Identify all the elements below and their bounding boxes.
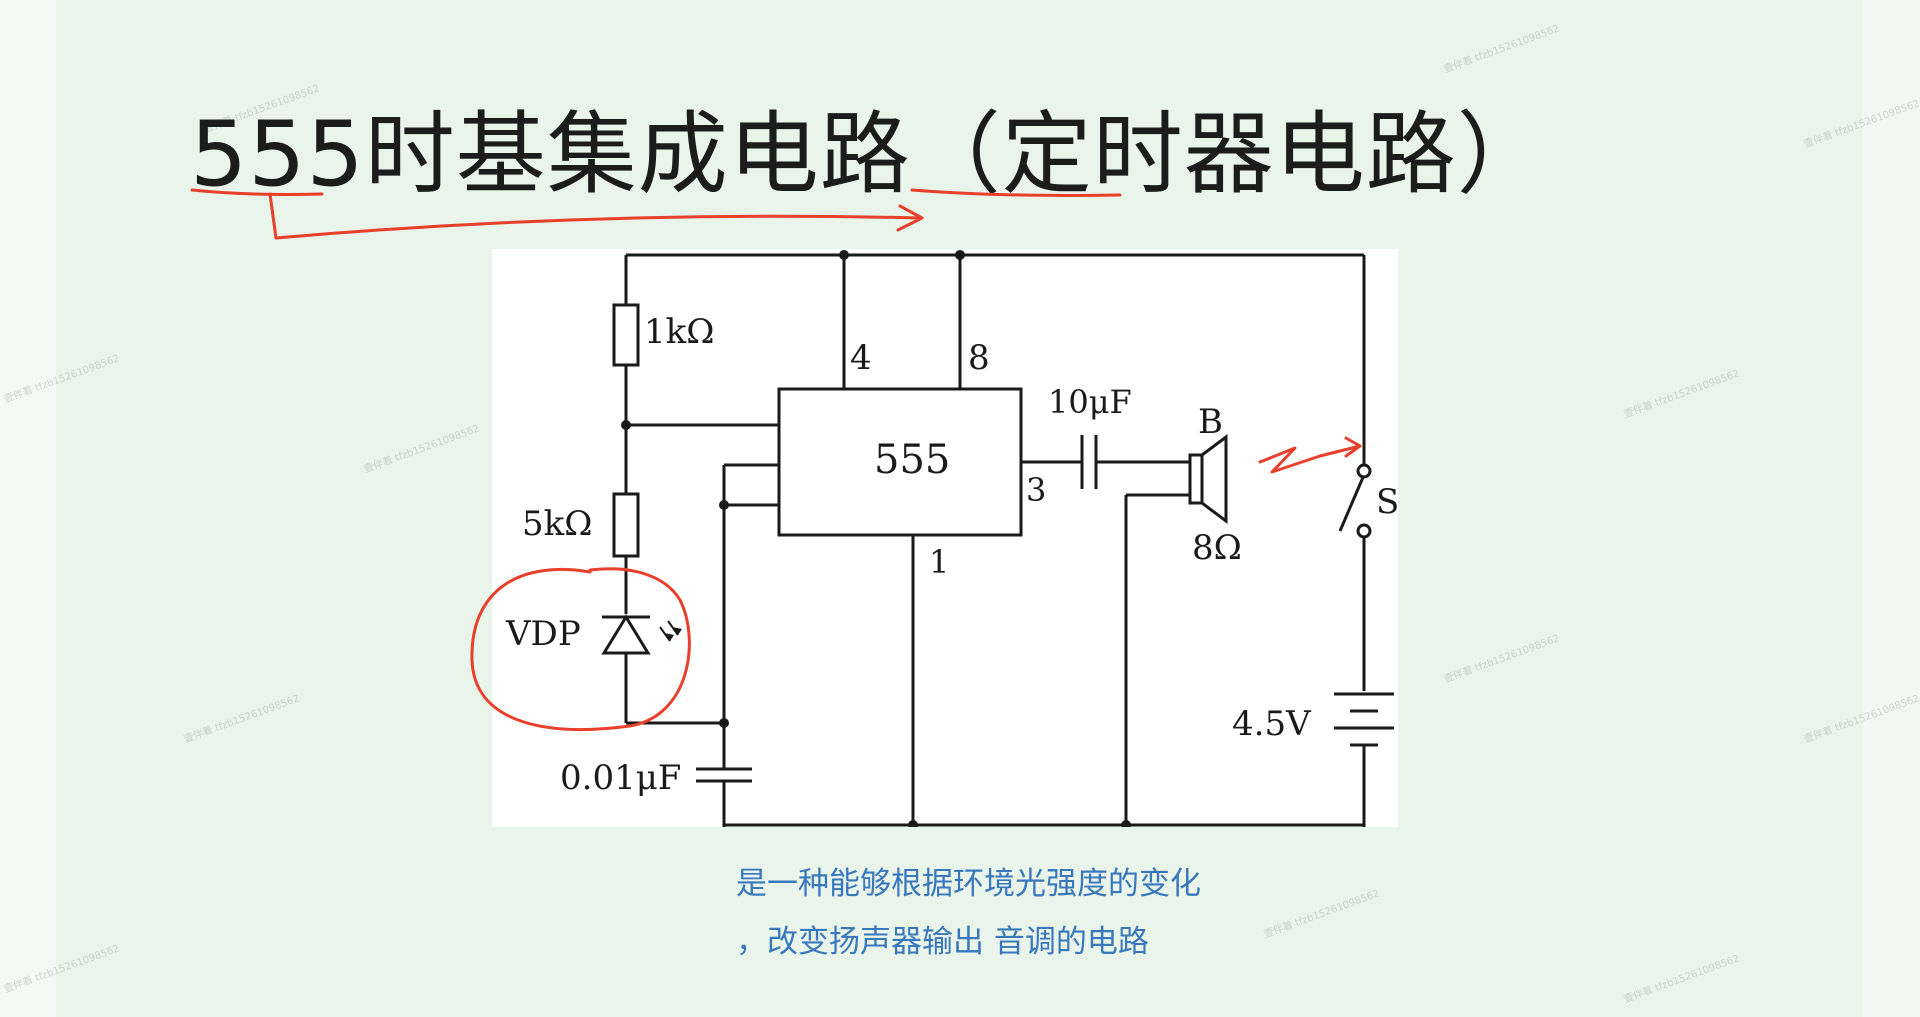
- junction-dot: [621, 420, 631, 430]
- resistor-5k: [612, 492, 640, 558]
- label-vdp: VDP: [505, 614, 581, 654]
- label-cap-coupling: 10μF: [1048, 383, 1132, 421]
- label-pin4: 4: [850, 338, 872, 378]
- caption-line-1: 是一种能够根据环境光强度的变化: [736, 866, 1201, 902]
- label-battery: 4.5V: [1232, 704, 1312, 744]
- switch-blade: [1338, 474, 1366, 532]
- label-speaker: B: [1198, 402, 1223, 442]
- speaker-body: [1188, 453, 1204, 505]
- label-1k: 1kΩ: [644, 312, 714, 352]
- label-pin8: 8: [968, 338, 990, 378]
- label-switch: S: [1376, 482, 1398, 522]
- switch-contact: [1356, 523, 1372, 539]
- junction-dot: [719, 500, 729, 510]
- junction-dot: [1121, 820, 1131, 827]
- junction-dot: [908, 820, 918, 827]
- speaker-cone: [1200, 434, 1228, 524]
- label-pin1: 1: [929, 543, 949, 581]
- switch-contact: [1356, 463, 1372, 479]
- label-speaker-ohm: 8Ω: [1192, 528, 1242, 568]
- label-chip: 555: [874, 437, 950, 483]
- circuit-diagram: 1kΩ 5kΩ VDP 0.01μF 4 8 555 3 1 10μF B 8Ω…: [492, 249, 1398, 827]
- junction-dot: [839, 250, 849, 260]
- photodiode-body: [601, 614, 651, 655]
- label-pin3: 3: [1026, 471, 1046, 509]
- right-margin: [1862, 0, 1920, 1017]
- resistor-1k: [612, 303, 640, 367]
- circuit-schematic: 1kΩ 5kΩ VDP 0.01μF 4 8 555 3 1 10μF B 8Ω…: [505, 250, 1398, 827]
- page-title: 555时基集成电路（定时器电路）: [190, 102, 1548, 207]
- junction-dot: [955, 250, 965, 260]
- label-cap-timing: 0.01μF: [560, 758, 681, 798]
- junction-dot: [719, 718, 729, 728]
- label-5k: 5kΩ: [522, 504, 592, 544]
- caption-line-2: ，改变扬声器输出 音调的电路: [736, 924, 1149, 960]
